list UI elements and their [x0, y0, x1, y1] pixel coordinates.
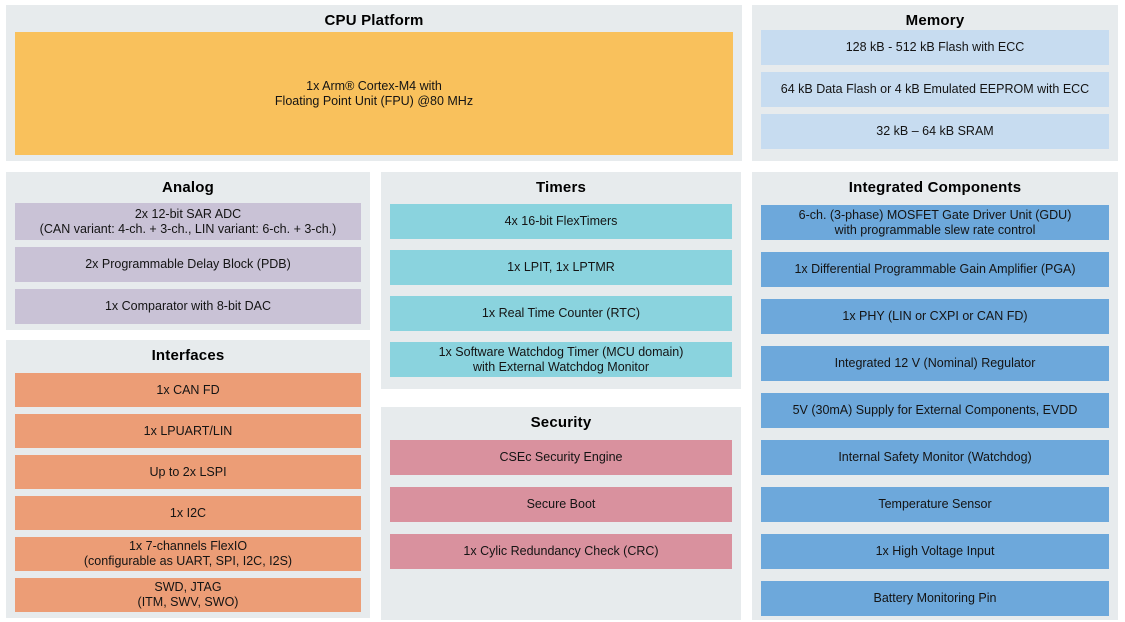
- block-safety-monitor-watchdog: Internal Safety Monitor (Watchdog): [761, 440, 1109, 475]
- section-title-integrated-components: Integrated Components: [848, 179, 1022, 196]
- block-rtc: 1x Real Time Counter (RTC): [390, 296, 732, 331]
- block-lpit-lptmr: 1x LPIT, 1x LPTMR: [390, 250, 732, 285]
- block-i2c: 1x I2C: [15, 496, 361, 530]
- block-pga: 1x Differential Programmable Gain Amplif…: [761, 252, 1109, 287]
- integrated-blocks: 6-ch. (3-phase) MOSFET Gate Driver Unit …: [761, 205, 1109, 622]
- section-integrated-components: Integrated Components 6-ch. (3-phase) MO…: [752, 172, 1118, 620]
- section-security: Security CSEc Security Engine Secure Boo…: [381, 407, 741, 620]
- security-blocks: CSEc Security Engine Secure Boot 1x Cyli…: [390, 440, 732, 581]
- block-cortex-m4: 1x Arm® Cortex-M4 with Floating Point Un…: [15, 32, 733, 155]
- cpu-blocks: 1x Arm® Cortex-M4 with Floating Point Un…: [15, 32, 733, 155]
- block-comparator-dac: 1x Comparator with 8-bit DAC: [15, 289, 361, 324]
- section-title-memory: Memory: [905, 12, 965, 29]
- block-battery-monitoring-pin: Battery Monitoring Pin: [761, 581, 1109, 616]
- block-flextimers: 4x 16-bit FlexTimers: [390, 204, 732, 239]
- block-sram: 32 kB – 64 kB SRAM: [761, 114, 1109, 149]
- block-lspi: Up to 2x LSPI: [15, 455, 361, 489]
- block-high-voltage-input: 1x High Voltage Input: [761, 534, 1109, 569]
- section-timers: Timers 4x 16-bit FlexTimers 1x LPIT, 1x …: [381, 172, 741, 389]
- block-can-fd: 1x CAN FD: [15, 373, 361, 407]
- block-gdu: 6-ch. (3-phase) MOSFET Gate Driver Unit …: [761, 205, 1109, 240]
- memory-blocks: 128 kB - 512 kB Flash with ECC 64 kB Dat…: [761, 30, 1109, 156]
- block-phy: 1x PHY (LIN or CXPI or CAN FD): [761, 299, 1109, 334]
- block-secure-boot: Secure Boot: [390, 487, 732, 522]
- block-flexio: 1x 7-channels FlexIO (configurable as UA…: [15, 537, 361, 571]
- section-analog: Analog 2x 12-bit SAR ADC (CAN variant: 4…: [6, 172, 370, 330]
- interfaces-blocks: 1x CAN FD 1x LPUART/LIN Up to 2x LSPI 1x…: [15, 373, 361, 619]
- section-memory: Memory 128 kB - 512 kB Flash with ECC 64…: [752, 5, 1118, 161]
- block-temperature-sensor: Temperature Sensor: [761, 487, 1109, 522]
- analog-blocks: 2x 12-bit SAR ADC (CAN variant: 4-ch. + …: [15, 203, 361, 331]
- section-cpu-platform: CPU Platform 1x Arm® Cortex-M4 with Floa…: [6, 5, 742, 161]
- section-title-interfaces: Interfaces: [151, 347, 225, 364]
- block-5v-supply-evdd: 5V (30mA) Supply for External Components…: [761, 393, 1109, 428]
- block-software-watchdog-timer: 1x Software Watchdog Timer (MCU domain) …: [390, 342, 732, 377]
- block-sar-adc: 2x 12-bit SAR ADC (CAN variant: 4-ch. + …: [15, 203, 361, 240]
- block-pdb: 2x Programmable Delay Block (PDB): [15, 247, 361, 282]
- section-title-analog: Analog: [161, 179, 215, 196]
- block-swd-jtag: SWD, JTAG (ITM, SWV, SWO): [15, 578, 361, 612]
- block-data-flash-eeprom: 64 kB Data Flash or 4 kB Emulated EEPROM…: [761, 72, 1109, 107]
- block-lpuart-lin: 1x LPUART/LIN: [15, 414, 361, 448]
- timers-blocks: 4x 16-bit FlexTimers 1x LPIT, 1x LPTMR 1…: [390, 204, 732, 388]
- block-regulator: Integrated 12 V (Nominal) Regulator: [761, 346, 1109, 381]
- block-csec-security-engine: CSEc Security Engine: [390, 440, 732, 475]
- block-crc: 1x Cylic Redundancy Check (CRC): [390, 534, 732, 569]
- section-title-security: Security: [530, 414, 592, 431]
- section-interfaces: Interfaces 1x CAN FD 1x LPUART/LIN Up to…: [6, 340, 370, 618]
- section-title-cpu-platform: CPU Platform: [324, 12, 424, 29]
- block-flash-ecc: 128 kB - 512 kB Flash with ECC: [761, 30, 1109, 65]
- section-title-timers: Timers: [535, 179, 587, 196]
